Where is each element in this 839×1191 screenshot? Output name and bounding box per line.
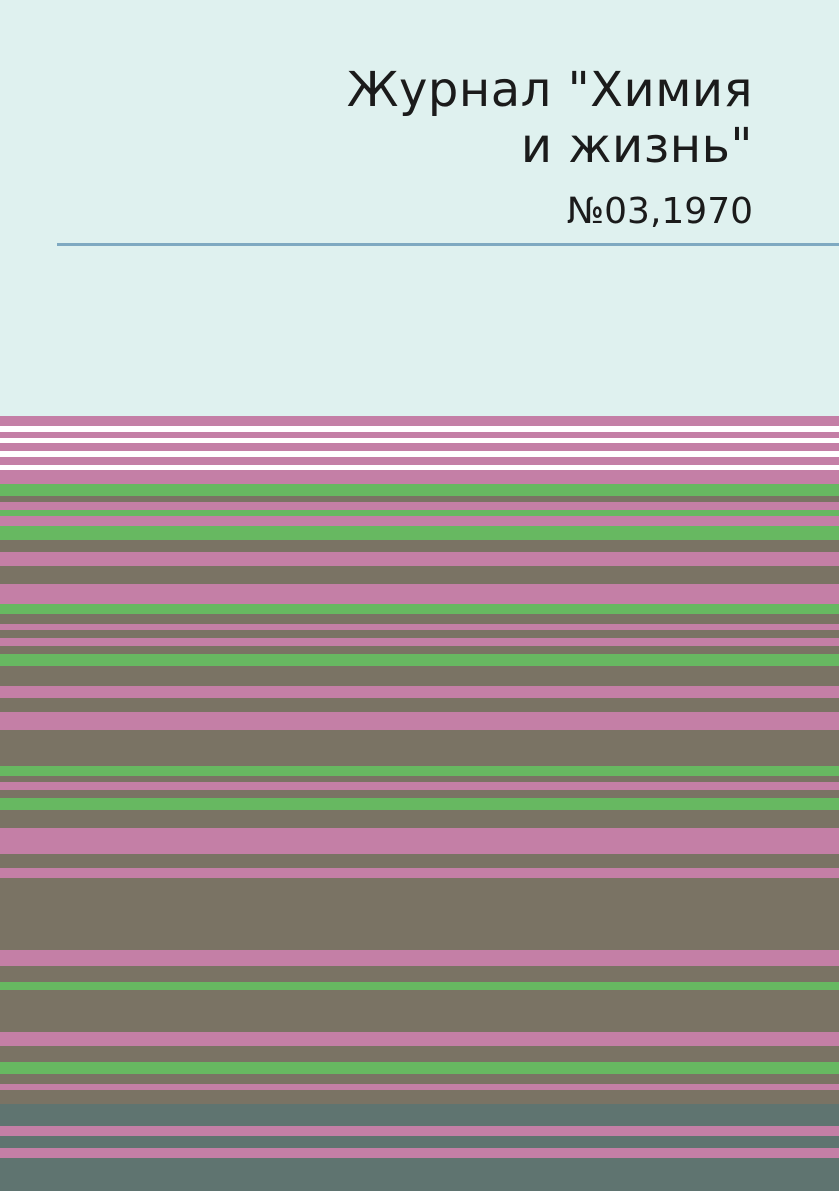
stripe-green — [0, 766, 839, 776]
stripe-slate — [0, 1158, 839, 1191]
stripe-pink — [0, 782, 839, 790]
stripe-pink — [0, 432, 839, 438]
stripe-brown — [0, 776, 839, 782]
stripe-white — [0, 451, 839, 457]
title-block: Журнал "Химия и жизнь" №03,1970 — [53, 62, 753, 234]
stripe-brown — [0, 698, 839, 712]
title-line-1: Журнал "Химия — [346, 62, 753, 118]
stripe-pink — [0, 470, 839, 484]
stripe-green — [0, 982, 839, 990]
stripe-green — [0, 654, 839, 666]
issue-number: №03,1970 — [566, 191, 753, 232]
stripe-pink — [0, 516, 839, 526]
stripe-green — [0, 604, 839, 614]
title-line-2: и жизнь" — [520, 118, 753, 174]
stripe-brown — [0, 496, 839, 502]
stripe-brown — [0, 614, 839, 624]
stripe-pink — [0, 416, 839, 426]
stripe-band — [0, 416, 839, 1191]
stripe-pink — [0, 712, 839, 730]
stripe-pink — [0, 502, 839, 510]
stripe-pink — [0, 686, 839, 698]
stripe-brown — [0, 1046, 839, 1062]
stripe-pink — [0, 1084, 839, 1090]
stripe-green — [0, 1062, 839, 1074]
stripe-brown — [0, 790, 839, 798]
stripe-pink — [0, 638, 839, 646]
stripe-pink — [0, 552, 839, 566]
stripe-pink — [0, 443, 839, 451]
stripe-brown — [0, 666, 839, 686]
stripe-pink — [0, 868, 839, 878]
stripe-pink — [0, 590, 839, 604]
stripe-brown — [0, 990, 839, 1032]
stripe-slate — [0, 1104, 839, 1126]
stripe-brown — [0, 566, 839, 584]
stripe-green — [0, 484, 839, 496]
stripe-white — [0, 438, 839, 443]
stripe-white — [0, 426, 839, 432]
stripe-brown — [0, 854, 839, 868]
stripe-green — [0, 510, 839, 516]
stripe-white — [0, 465, 839, 470]
stripe-brown — [0, 646, 839, 654]
divider-rule — [57, 243, 839, 246]
stripe-pink — [0, 457, 839, 465]
stripe-brown — [0, 540, 839, 552]
stripe-brown — [0, 1090, 839, 1104]
stripe-pink — [0, 1032, 839, 1046]
stripe-pink — [0, 828, 839, 854]
stripe-pink — [0, 1148, 839, 1158]
stripe-brown — [0, 630, 839, 638]
stripe-brown — [0, 966, 839, 982]
stripe-brown — [0, 810, 839, 828]
stripe-slate — [0, 1136, 839, 1148]
stripe-pink — [0, 584, 839, 590]
stripe-brown — [0, 1074, 839, 1084]
stripe-pink — [0, 950, 839, 966]
stripe-pink — [0, 624, 839, 630]
stripe-brown — [0, 878, 839, 950]
stripe-green — [0, 798, 839, 810]
stripe-green — [0, 526, 839, 540]
stripe-pink — [0, 1126, 839, 1136]
stripe-brown — [0, 730, 839, 766]
